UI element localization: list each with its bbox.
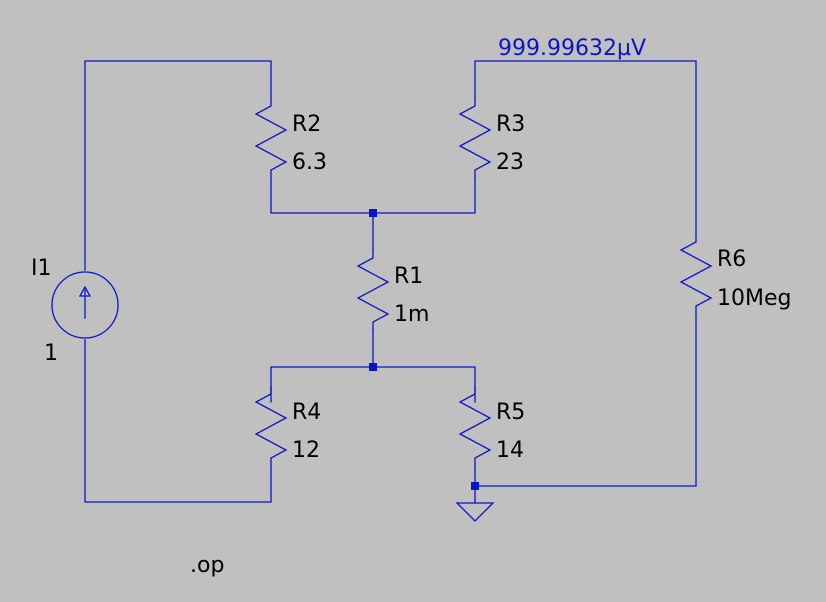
i1-name-label: I1 bbox=[31, 256, 52, 281]
spice-directive-label[interactable]: .op bbox=[190, 553, 224, 578]
wire-r6-ground bbox=[474, 313, 697, 487]
r1-value-label: 1m bbox=[394, 302, 429, 327]
r2-name-label: R2 bbox=[292, 112, 321, 137]
wire-i1-top bbox=[84, 60, 272, 271]
resistor-r6[interactable] bbox=[679, 233, 713, 315]
r5-name-label: R5 bbox=[496, 400, 525, 425]
wire-nodeb-r4-r5 bbox=[270, 366, 476, 403]
junction-node-ground bbox=[471, 482, 479, 490]
resistor-r1[interactable] bbox=[356, 249, 390, 331]
junction-node-b bbox=[369, 363, 377, 371]
r6-value-label: 10Meg bbox=[717, 286, 791, 311]
r3-value-label: 23 bbox=[496, 150, 524, 175]
r2-value-label: 6.3 bbox=[292, 150, 327, 175]
r6-name-label: R6 bbox=[717, 247, 746, 272]
r4-value-label: 12 bbox=[292, 438, 320, 463]
wires bbox=[84, 60, 697, 504]
probe-voltage-label: 999.99632µV bbox=[498, 36, 646, 61]
r1-name-label: R1 bbox=[394, 264, 423, 289]
resistor-r2[interactable] bbox=[254, 97, 288, 179]
ground-icon bbox=[455, 502, 495, 522]
wire-r3-r6-top bbox=[474, 60, 697, 235]
i1-value-label: 1 bbox=[44, 341, 58, 366]
resistor-r5[interactable] bbox=[458, 385, 492, 467]
current-source-i1[interactable] bbox=[51, 271, 119, 339]
r5-value-label: 14 bbox=[496, 438, 524, 463]
wire-i1-bottom bbox=[84, 339, 272, 503]
r3-name-label: R3 bbox=[496, 112, 525, 137]
r4-name-label: R4 bbox=[292, 400, 321, 425]
resistor-r3[interactable] bbox=[458, 97, 492, 179]
junction-node-a bbox=[369, 209, 377, 217]
wire-r2-r3-bottom bbox=[270, 177, 476, 214]
resistor-r4[interactable] bbox=[254, 385, 288, 467]
